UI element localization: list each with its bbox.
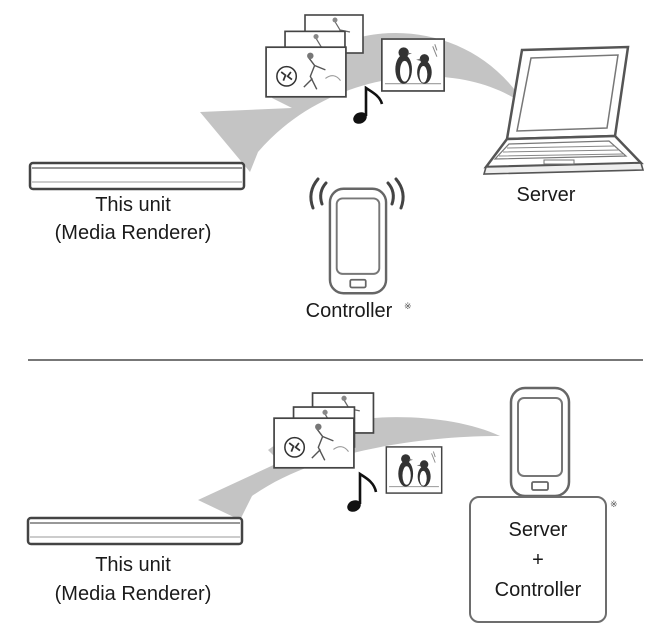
box-server-label: Server bbox=[508, 518, 568, 541]
media-renderer-device-icon bbox=[28, 161, 246, 191]
scene-2 bbox=[26, 386, 571, 546]
media-renderer-device-icon bbox=[26, 516, 244, 546]
unit-label-1: This unit bbox=[95, 194, 171, 216]
smartphone-icon bbox=[328, 187, 388, 295]
server-label: Server bbox=[516, 184, 576, 206]
wireless-signal-icon bbox=[309, 177, 405, 210]
smartphone-icon bbox=[509, 386, 571, 498]
box-controller-label: Controller bbox=[494, 578, 582, 601]
music-note-icon bbox=[353, 85, 384, 124]
box-footnote-mark: ※ bbox=[610, 499, 618, 509]
unit-label-2-role: (Media Renderer) bbox=[54, 583, 212, 605]
photo-stack-icon bbox=[273, 392, 375, 469]
laptop-icon bbox=[482, 45, 645, 175]
controller-label: Controller bbox=[305, 300, 393, 322]
unit-label-2: This unit bbox=[95, 554, 171, 576]
box-plus-label: + bbox=[532, 548, 544, 571]
penguin-photo-icon bbox=[385, 446, 443, 494]
flow-arrow-icon bbox=[200, 32, 526, 172]
controller-footnote-mark: ※ bbox=[404, 301, 412, 311]
scene-1 bbox=[28, 14, 645, 295]
unit-label-1-role: (Media Renderer) bbox=[54, 222, 212, 244]
server-controller-box: Server + Controller bbox=[469, 496, 607, 623]
penguin-photo-icon bbox=[380, 38, 446, 92]
music-note-icon bbox=[347, 471, 378, 512]
